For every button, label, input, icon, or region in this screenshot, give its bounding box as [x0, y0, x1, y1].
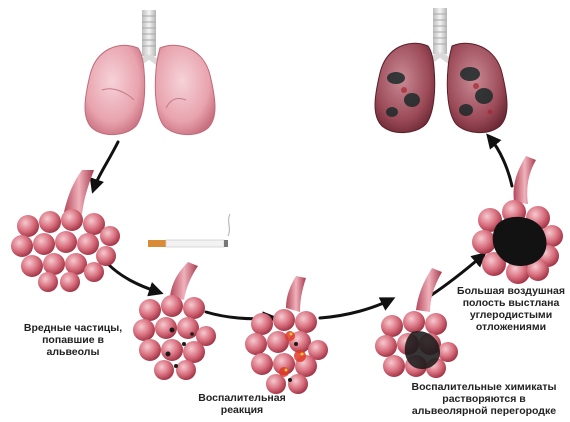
alveoli-cluster-cavity [472, 156, 563, 284]
alveoli-cluster-healthy [11, 170, 120, 292]
cycle-arrow-icon [94, 138, 512, 319]
healthy-lungs-icon [85, 10, 215, 135]
alveoli-cluster-particles [133, 262, 216, 380]
label-air-cavity: Большая воздушная полость выстлана углер… [452, 285, 570, 333]
label-inflammatory-reaction: Воспалительная реакция [186, 392, 298, 416]
label-harmful-particles: Вредные частицы, попавшие в альвеолы [8, 322, 138, 358]
cigarette-icon [148, 214, 230, 247]
damaged-lungs-icon [375, 8, 507, 133]
label-inflammatory-chemicals: Воспалительные химикаты растворяются в а… [398, 381, 570, 417]
alveoli-cluster-inflamed [245, 276, 328, 394]
